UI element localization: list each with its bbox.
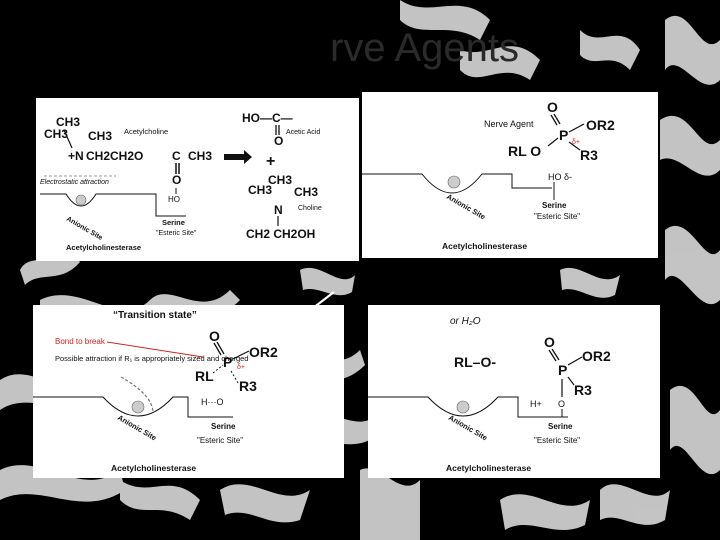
anionic-charge-circle-br: [456, 400, 470, 414]
r3-br: R3: [574, 382, 592, 398]
rl-o-leaving: RL–O-: [454, 354, 496, 370]
bond-to-break-arrow: [106, 341, 204, 358]
anionic-site-label: Anionic Site: [65, 216, 104, 242]
esteric-site-label-br: "Esteric Site": [534, 436, 580, 445]
p-r3-bond: [568, 141, 581, 151]
possible-attraction-label: Possible attraction if R₁ is appropriate…: [55, 354, 248, 363]
choline-ch3-left: CH3: [248, 183, 272, 197]
electrostatic-label: Electrostatic attraction: [40, 179, 109, 186]
p-r3-bond-br: [567, 376, 575, 386]
or2-bl: OR2: [249, 344, 278, 360]
attraction-arrow: [120, 376, 154, 414]
ch3-top: CH3: [56, 115, 80, 129]
serine-label: Serine: [162, 218, 185, 227]
po-bond-1: [550, 114, 558, 126]
h-plus: H+: [530, 399, 542, 409]
acetic-o: O: [274, 134, 283, 148]
h-o-bl: H···O: [201, 397, 224, 407]
slide-title: rve Agents: [330, 26, 520, 70]
ch3-acetyl: CH3: [188, 149, 212, 163]
ch2ch2o: CH2CH2O: [86, 149, 143, 163]
plus-sign: +: [266, 153, 275, 170]
carbonyl-c: C: [172, 149, 181, 163]
serine-label-br: Serine: [548, 422, 573, 431]
p-r3-bond-bl: [230, 370, 239, 384]
ho-serine: HO: [168, 195, 180, 204]
serine-label-tr: Serine: [542, 201, 567, 210]
carbonyl-o: O: [172, 173, 181, 187]
delta-plus: δ+: [572, 139, 580, 146]
po-bond-bl-2: [216, 341, 225, 355]
anionic-site-label-bl: Anionic Site: [116, 413, 158, 442]
or2: OR2: [586, 117, 615, 133]
n-plus: +N: [68, 149, 84, 163]
phosphoryl-o: O: [547, 99, 558, 115]
p-or2-bond-br: [567, 356, 583, 366]
phosphoryl-o-bl: O: [209, 328, 220, 344]
delta-plus-bl: δ+: [237, 364, 245, 371]
ache-label: Acetylcholinesterase: [66, 243, 141, 252]
or-h2o-label: or H₂O: [450, 316, 481, 327]
choline-n: N: [274, 203, 283, 217]
or2-br: OR2: [582, 348, 611, 364]
reaction-arrow-icon: [224, 150, 252, 164]
ho-delta: HO δ-: [548, 172, 572, 182]
rl-o: RL O: [508, 143, 541, 159]
ho-c-acetic: HO—C—: [242, 111, 293, 125]
panel-phosphorylated-enzyme: or H₂O O RL–O- P OR2 R3 H+ O Anionic Sit…: [368, 305, 660, 478]
phosphorus: P: [559, 127, 568, 143]
ch3-left: CH3: [44, 127, 68, 141]
choline-chain: CH2 CH2OH: [246, 227, 315, 241]
anionic-site-label-tr: Anionic Site: [445, 192, 487, 221]
po-bond-2: [553, 113, 561, 125]
esteric-site-label-tr: "Esteric Site": [534, 212, 580, 221]
p-or2-bond: [568, 123, 585, 133]
choline-label: Choline: [298, 205, 322, 212]
r3: R3: [580, 147, 598, 163]
rl-p-bond: [212, 364, 224, 374]
esteric-site-label-bl: "Esteric Site": [197, 436, 243, 445]
enzyme-surface: [40, 193, 186, 217]
p-or2-bond-bl: [232, 350, 250, 360]
ache-label-br: Acetylcholinesterase: [446, 463, 531, 473]
phosphoryl-o-br: O: [544, 334, 555, 350]
panel-transition-state: “Transition state” O Bond to break P δ+ …: [33, 305, 344, 478]
nerve-agent-label: Nerve Agent: [484, 119, 534, 129]
r3-bl: R3: [239, 378, 257, 394]
anionic-charge-circle-tr: [447, 175, 461, 189]
ache-label-bl: Acetylcholinesterase: [111, 463, 196, 473]
rl-bl: RL: [195, 368, 214, 384]
phosphorus-br: P: [558, 362, 567, 378]
o-p-bond: [547, 137, 559, 147]
po-bond-bl-1: [213, 342, 222, 356]
choline-ch3-top: CH3: [268, 173, 292, 187]
acetic-acid-label: Acetic Acid: [286, 129, 320, 136]
panel-nerve-agent-approach: O Nerve Agent P δ+ OR2 R3 RL O HO δ- Ani…: [362, 92, 658, 258]
anionic-site-label-br: Anionic Site: [447, 413, 489, 442]
panel-acetylcholine-hydrolysis: Acetylcholine CH3 CH3 CH3 +N CH2CH2O C C…: [36, 98, 359, 261]
phosphorus-bl: P: [223, 354, 232, 370]
transition-state-label: “Transition state”: [113, 310, 197, 321]
choline-ch3-right: CH3: [294, 185, 318, 199]
enzyme-surface-br: [368, 396, 568, 418]
bond-to-break-label: Bond to break: [55, 337, 106, 346]
serine-o-br: O: [558, 399, 565, 409]
acetylcholine-label: Acetylcholine: [124, 127, 168, 136]
enzyme-surface-bl: [33, 396, 233, 418]
esteric-site-label: "Esteric Site": [156, 230, 197, 237]
serine-label-bl: Serine: [211, 422, 236, 431]
anionic-charge-circle-bl: [131, 400, 145, 414]
po-bond-br-2: [551, 348, 560, 361]
ache-label-tr: Acetylcholinesterase: [442, 241, 527, 251]
anionic-charge-circle: [75, 194, 87, 206]
po-bond-br-1: [548, 349, 557, 362]
bond-n-ch3: [63, 129, 73, 149]
ch3-right: CH3: [88, 129, 112, 143]
enzyme-surface-tr: [362, 173, 552, 194]
